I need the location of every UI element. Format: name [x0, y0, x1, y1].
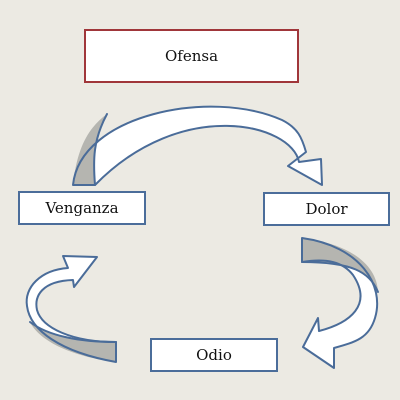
node-ofensa: Ofensa [84, 29, 299, 83]
node-venganza-label: Venganza [45, 199, 119, 217]
node-odio-label: Odio [196, 346, 232, 364]
arrow-venganza-to-dolor-icon [72, 105, 323, 186]
node-dolor-label: Dolor [305, 200, 348, 218]
arrow-dolor-to-odio-icon [301, 237, 379, 369]
node-ofensa-label: Ofensa [164, 47, 219, 65]
node-odio: Odio [150, 338, 278, 372]
node-venganza: Venganza [18, 191, 146, 225]
node-dolor: Dolor [263, 192, 390, 226]
arrow-odio-to-venganza-icon [25, 255, 117, 363]
